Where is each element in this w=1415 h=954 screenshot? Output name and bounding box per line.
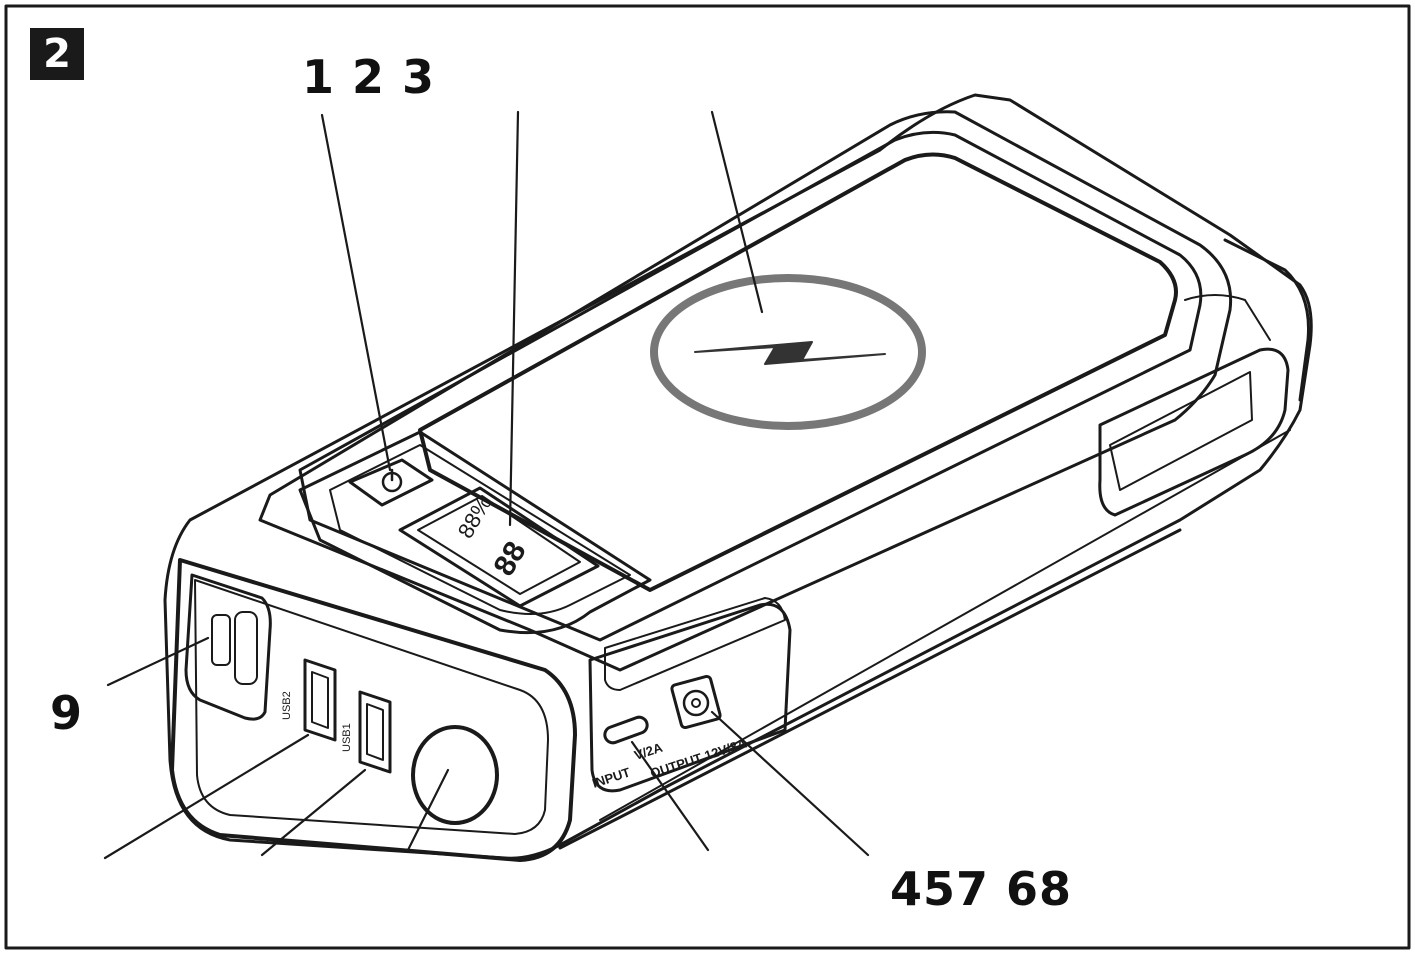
leader-line-7 (406, 768, 450, 852)
end-cap-right (1223, 238, 1311, 402)
control-inner-outline (329, 444, 631, 615)
wireless-charging-icon (650, 274, 926, 430)
leader-line-9 (106, 636, 210, 687)
usb-ports (303, 658, 392, 774)
device-body-outline (163, 93, 1313, 860)
front-face-inner (194, 579, 549, 835)
leader-line-4 (103, 733, 310, 860)
leader-lines (103, 110, 870, 860)
port-flap (604, 597, 786, 691)
control-panel-outline (298, 430, 652, 635)
callout-label-left: 9 (50, 686, 84, 740)
leader-line-1 (320, 113, 392, 472)
ec5-connector-icon (184, 573, 272, 721)
side-port-panel (588, 602, 792, 793)
leader-line-2 (508, 110, 520, 527)
figure-border (4, 4, 1411, 950)
dc-output-port (670, 674, 722, 730)
callout-label-bottom-right: 457 68 (890, 862, 1073, 916)
top-panel-outline (258, 110, 1233, 672)
bottom-edge (558, 528, 1182, 850)
side-clip (1098, 347, 1290, 517)
usb-c-port (603, 715, 649, 745)
flashlight-lens (411, 725, 499, 825)
leader-line-8 (710, 710, 870, 857)
side-clip-inner (1109, 371, 1253, 491)
leader-line-6 (630, 740, 710, 852)
leader-line-5 (260, 768, 367, 857)
bottom-edge-2 (599, 429, 1291, 821)
callout-label-top: 1 2 3 (302, 50, 436, 104)
front-face-outline (170, 558, 577, 862)
figure-number-badge: 2 (30, 28, 84, 80)
wireless-pad-outline (418, 152, 1178, 592)
bumper-line (298, 130, 1203, 642)
usb2-label: USB2 (281, 691, 293, 720)
end-cap-curve (1184, 294, 1271, 341)
power-button-icon (348, 458, 434, 507)
usb1-label: USB1 (341, 723, 353, 752)
svg-text:88: 88 (487, 536, 532, 581)
leader-line-3 (710, 110, 764, 314)
